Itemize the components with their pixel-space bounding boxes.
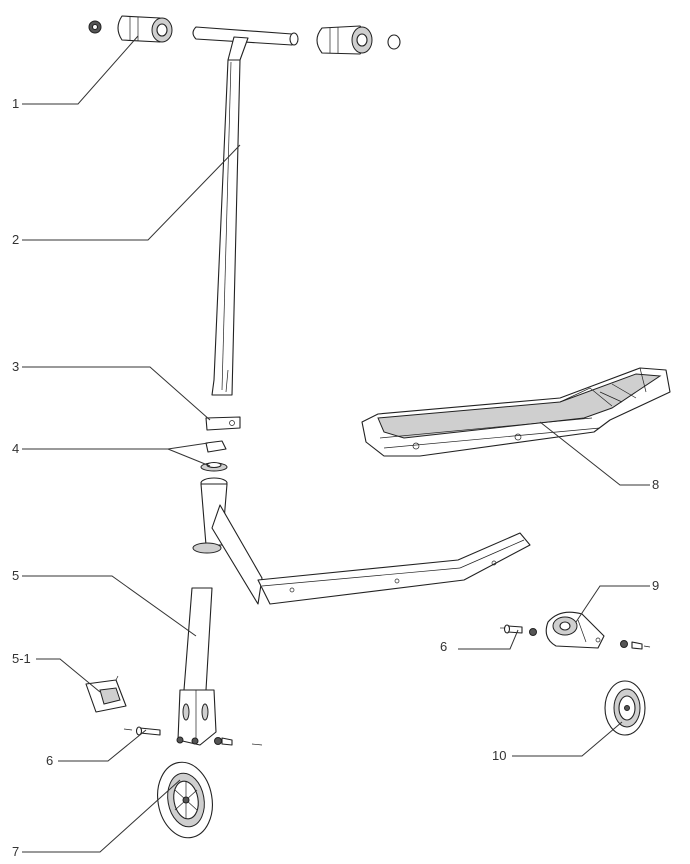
callout-1: 1 [12,96,19,111]
part-8-deck [362,368,670,456]
deck-frame [193,478,530,604]
part-7-front-wheel [152,758,218,842]
callout-6-rear: 6 [440,639,447,654]
part-3-clamp [206,417,240,430]
part-5-1-compression-cap [86,676,126,712]
callout-5-1: 5-1 [12,651,31,666]
part-5-fork [177,588,216,745]
callout-3: 3 [12,359,19,374]
callout-6-front: 6 [46,753,53,768]
callout-9: 9 [652,578,659,593]
callout-2: 2 [12,232,19,247]
part-10-rear-wheel [605,681,645,735]
callout-4: 4 [12,441,19,456]
part-9-rear-brake [546,612,604,648]
callout-5: 5 [12,568,19,583]
callout-7: 7 [12,844,19,859]
part-4-headset [201,441,227,471]
callout-8: 8 [652,477,659,492]
leader-lines [22,36,650,852]
part-2-t-bar [193,27,298,395]
callout-10: 10 [492,748,506,763]
